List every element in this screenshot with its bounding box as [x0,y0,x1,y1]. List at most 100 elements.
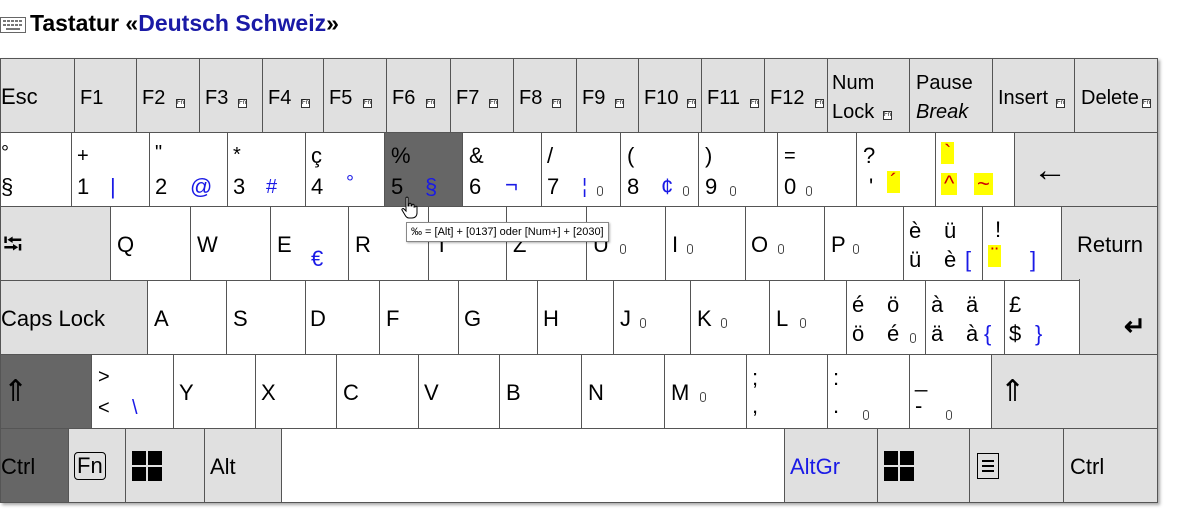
key-altgr: ° [346,172,354,194]
key-ae[interactable]: à ä ä à { [925,280,1005,355]
key-alt[interactable]: Alt [204,428,282,503]
key-x[interactable]: X [255,354,337,429]
key-b[interactable]: B [499,354,582,429]
key-shift-left[interactable]: ⇑ [0,354,92,429]
key-a[interactable]: A [147,280,227,355]
fn-badge-icon: Fn [815,99,824,108]
key-t[interactable]: T [428,206,507,281]
key-top: ( [627,143,635,168]
key-altgr: ] [1030,247,1037,272]
key-m[interactable]: M [664,354,747,429]
key-3[interactable]: * 3 # [227,132,306,207]
key-i[interactable]: I [665,206,746,281]
key-l[interactable]: L [769,280,847,355]
key-windows-left[interactable] [125,428,205,503]
key-q[interactable]: Q [110,206,191,281]
key-caret[interactable]: ` ^ ~ [935,132,1015,207]
key-fn[interactable]: Fn [68,428,126,503]
key-e[interactable]: E € [270,206,349,281]
key-pause[interactable]: Pause Break [909,58,993,133]
key-y[interactable]: Y [173,354,256,429]
key-label: Ctrl [1,454,36,479]
key-c[interactable]: C [336,354,419,429]
key-f[interactable]: F [379,280,459,355]
key-s[interactable]: S [226,280,306,355]
key-num-lock[interactable]: Num Lock Fn [827,58,910,133]
key-d[interactable]: D [305,280,380,355]
key-dollar[interactable]: £ $ } [1004,280,1080,355]
key-o[interactable]: O [745,206,825,281]
shift-icon: ⇑ [1000,375,1026,408]
key-apostrophe[interactable]: ? ' ´ [856,132,936,207]
key-label: Alt [210,454,236,479]
key-h[interactable]: H [537,280,614,355]
key-insert[interactable]: Insert Fn [992,58,1075,133]
key-f12[interactable]: F12 Fn [764,58,828,133]
key-delete[interactable]: Delete Fn [1074,58,1158,133]
key-7[interactable]: / 7 ¦ [541,132,621,207]
key-f10[interactable]: F10 Fn [638,58,702,133]
key-f9[interactable]: F9 Fn [576,58,639,133]
key-1[interactable]: + 1 | [71,132,150,207]
key-r[interactable]: R [348,206,429,281]
key-9[interactable]: ) 9 [698,132,778,207]
key-base: E [277,232,292,257]
key-j[interactable]: J [613,280,691,355]
key-6[interactable]: & 6 ¬ [462,132,542,207]
key-0[interactable]: = 0 [777,132,857,207]
keyboard: Esc F1 F2 Fn F3 Fn F4 Fn F5 Fn F6 Fn F7 … [0,58,1158,503]
key-tab[interactable]: ⭾ [0,206,111,281]
key-less-than[interactable]: > < \ [91,354,174,429]
key-section[interactable]: ° § [0,132,72,207]
key-backspace[interactable]: ← [1014,132,1158,207]
key-esc[interactable]: Esc [0,58,75,133]
key-diaeresis[interactable]: ! ¨ ] [982,206,1062,281]
key-v[interactable]: V [418,354,500,429]
key-base: à [966,321,979,346]
key-windows-right[interactable] [877,428,970,503]
key-ctrl-left[interactable]: Ctrl [0,428,69,503]
key-n[interactable]: N [581,354,665,429]
key-p[interactable]: P [824,206,904,281]
key-ue[interactable]: è ü ü è [ [903,206,983,281]
key-enter[interactable]: ↵ [1079,279,1158,355]
key-caps-lock[interactable]: Caps Lock [0,280,148,355]
key-top: à [931,292,944,317]
key-f7[interactable]: F7 Fn [450,58,514,133]
num-indicator-icon [778,244,784,254]
key-f11[interactable]: F11 Fn [701,58,765,133]
key-return[interactable]: Return [1061,206,1158,281]
key-base: 3 [233,174,246,199]
key-base: - [915,393,923,418]
key-ctrl-right[interactable]: Ctrl [1063,428,1158,503]
key-altgr[interactable]: AltGr [784,428,878,503]
key-u[interactable]: U [586,206,666,281]
key-f2[interactable]: F2 Fn [136,58,200,133]
key-5[interactable]: % 5 § [384,132,463,207]
key-w[interactable]: W [190,206,271,281]
key-oe[interactable]: é ö ö é [846,280,926,355]
windows-logo-icon [132,451,162,481]
key-f4[interactable]: F4 Fn [262,58,324,133]
key-base: X [261,380,276,405]
key-base: N [588,380,604,405]
key-f3[interactable]: F3 Fn [199,58,263,133]
key-space[interactable] [281,428,785,503]
key-f1[interactable]: F1 [74,58,137,133]
key-f5[interactable]: F5 Fn [323,58,387,133]
key-2[interactable]: " 2 @ [149,132,228,207]
key-g[interactable]: G [458,280,538,355]
key-8[interactable]: ( 8 ¢ [620,132,699,207]
key-comma[interactable]: ; , [746,354,828,429]
key-base: < [98,397,110,419]
key-f6[interactable]: F6 Fn [386,58,451,133]
key-shift-right[interactable]: ⇑ [991,354,1158,429]
key-f8[interactable]: F8 Fn [513,58,577,133]
key-top: £ [1009,292,1022,317]
key-4[interactable]: ç 4 ° [305,132,385,207]
key-period[interactable]: : . [827,354,910,429]
key-menu[interactable] [969,428,1064,503]
key-k[interactable]: K [690,280,770,355]
key-minus[interactable]: _ - [909,354,992,429]
key-z[interactable]: Z [506,206,587,281]
